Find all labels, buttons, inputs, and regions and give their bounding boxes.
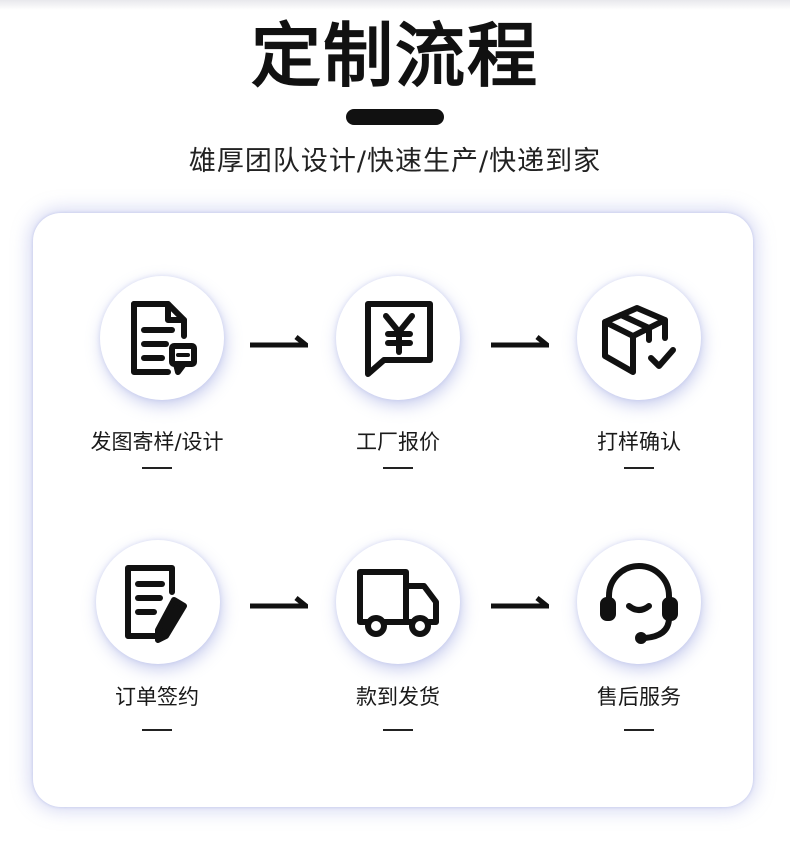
label-dash (624, 467, 654, 469)
step-label: 工厂报价 (356, 430, 440, 454)
document-chat-icon (131, 301, 197, 375)
label-dash (142, 467, 172, 469)
step-2-circle (336, 276, 460, 400)
delivery-truck-icon (357, 569, 439, 637)
step-label: 款到发货 (356, 685, 440, 709)
title-underline-bar (346, 109, 444, 125)
step-1-circle (100, 276, 224, 400)
arrow-icon (491, 333, 549, 349)
arrow-icon (250, 333, 308, 349)
yen-quote-icon (365, 301, 433, 377)
step-3-circle (577, 276, 701, 400)
top-shade (0, 0, 790, 10)
label-dash (142, 729, 172, 731)
step-4-circle (96, 540, 220, 664)
step-label: 发图寄样/设计 (90, 430, 224, 454)
document-pen-icon (125, 565, 187, 643)
arrow-icon (491, 594, 549, 610)
label-dash (383, 467, 413, 469)
label-dash (624, 729, 654, 731)
step-label: 售后服务 (597, 685, 681, 709)
step-label: 打样确认 (597, 430, 681, 454)
step-label: 订单签约 (115, 685, 199, 709)
box-check-icon (602, 305, 676, 375)
arrow-icon (250, 594, 308, 610)
page-subtitle: 雄厚团队设计/快速生产/快递到家 (188, 146, 602, 177)
step-5-circle (336, 540, 460, 664)
label-dash (383, 729, 413, 731)
headset-icon (600, 563, 678, 644)
page-title: 定制流程 (251, 15, 539, 97)
step-6-circle (577, 540, 701, 664)
